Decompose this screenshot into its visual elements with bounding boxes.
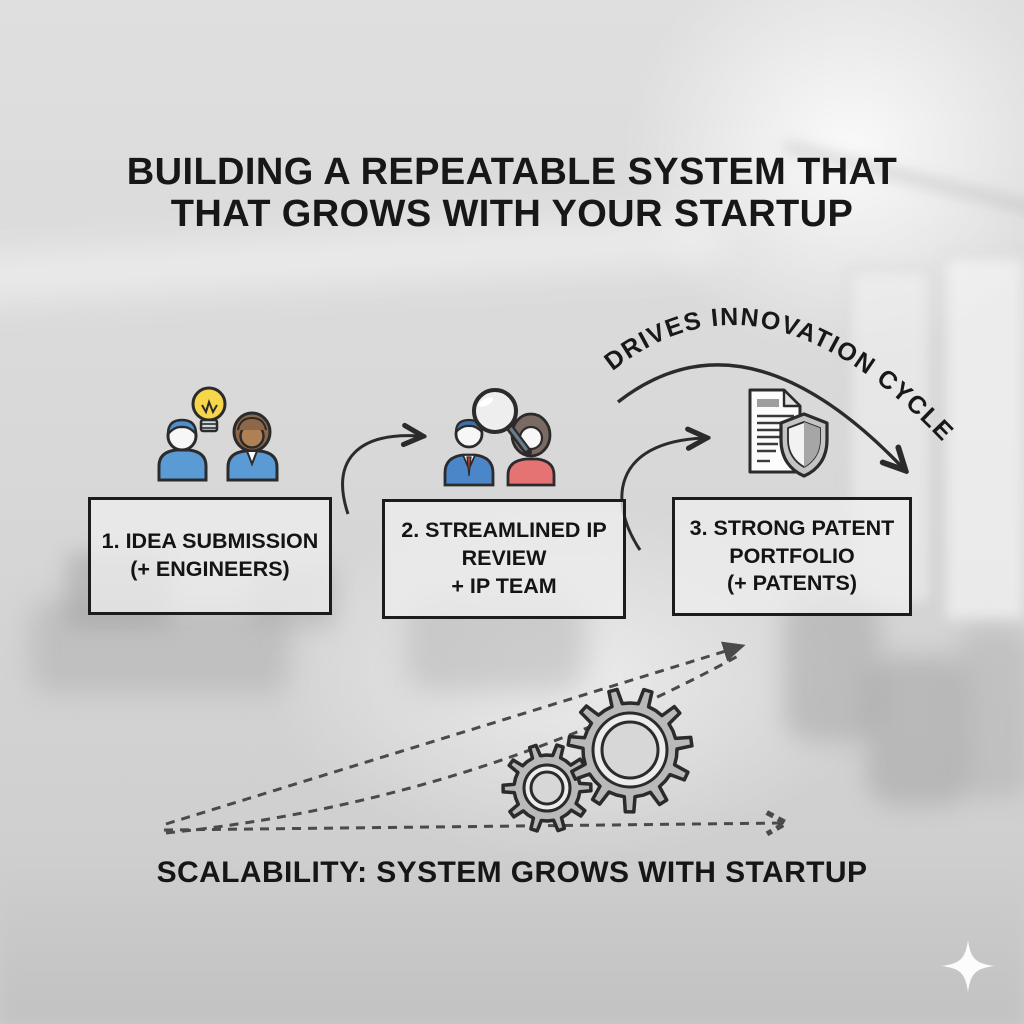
scalability-caption: SCALABILITY: SYSTEM GROWS WITH STARTUP [156, 856, 868, 889]
magnifier-icon [472, 388, 532, 456]
gears-icon [501, 687, 694, 833]
baseline-arrow-dashed [163, 823, 784, 830]
shield-icon [779, 412, 829, 478]
background-chair [784, 592, 880, 742]
background-chair [956, 628, 1024, 798]
page-title: BUILDING A REPEATABLE SYSTEM THAT THAT G… [0, 151, 1024, 236]
step-box-streamlined-ip-review: 2. STREAMLINED IP REVIEW + IP TEAM [382, 499, 626, 619]
background-chair [866, 656, 970, 806]
step-label: 2. STREAMLINED IP REVIEW + IP TEAM [401, 518, 607, 598]
patent-document-shield-icon [748, 388, 829, 478]
step-label: 1. IDEA SUBMISSION (+ ENGINEERS) [101, 529, 319, 581]
background-floor [0, 860, 1024, 1024]
arrow-step2-to-step3 [620, 438, 704, 551]
step-box-idea-submission: 1. IDEA SUBMISSION (+ ENGINEERS) [88, 497, 332, 615]
background-window-pane [944, 256, 1024, 622]
engineers-lightbulb-icon [157, 386, 279, 482]
step-box-strong-patent-portfolio: 3. STRONG PATENT PORTFOLIO (+ PATENTS) [672, 497, 912, 616]
page-title-line2: THAT GROWS WITH YOUR STARTUP [170, 192, 854, 235]
innovation-cycle-arrow [616, 363, 903, 468]
page-title-line1: BUILDING A REPEATABLE SYSTEM THAT [126, 151, 898, 193]
step-label: 3. STRONG PATENT PORTFOLIO (+ PATENTS) [689, 515, 895, 596]
sparkle-icon [941, 939, 995, 993]
ip-team-magnifier-icon [443, 388, 556, 487]
arrow-step1-to-step2 [341, 436, 420, 515]
growth-arrow-upper-dashed [165, 641, 746, 826]
growth-arrow-lower-dashed [165, 654, 739, 835]
